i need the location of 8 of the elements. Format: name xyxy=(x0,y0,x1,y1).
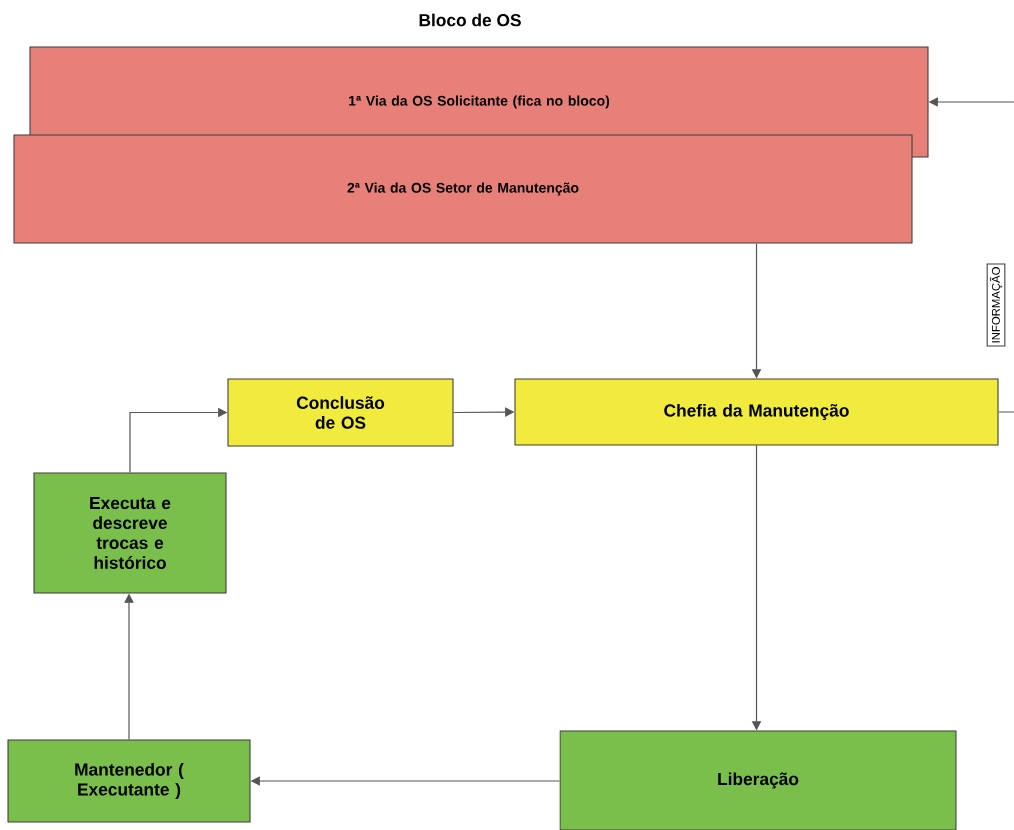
process-box: Conclusão de OS xyxy=(227,378,454,447)
process-box: Liberação xyxy=(559,730,957,830)
process-box: Chefia da Manutenção xyxy=(514,378,999,446)
diagram-title: Bloco de OS xyxy=(419,13,521,27)
label-box: INFORMAÇÃO xyxy=(986,263,1006,347)
process-box: 2ª Via da OS Setor de Manutenção xyxy=(13,134,913,244)
process-box: Executa e descreve trocas e histórico xyxy=(33,472,227,594)
process-box: Mantenedor ( Executante ) xyxy=(7,739,251,823)
